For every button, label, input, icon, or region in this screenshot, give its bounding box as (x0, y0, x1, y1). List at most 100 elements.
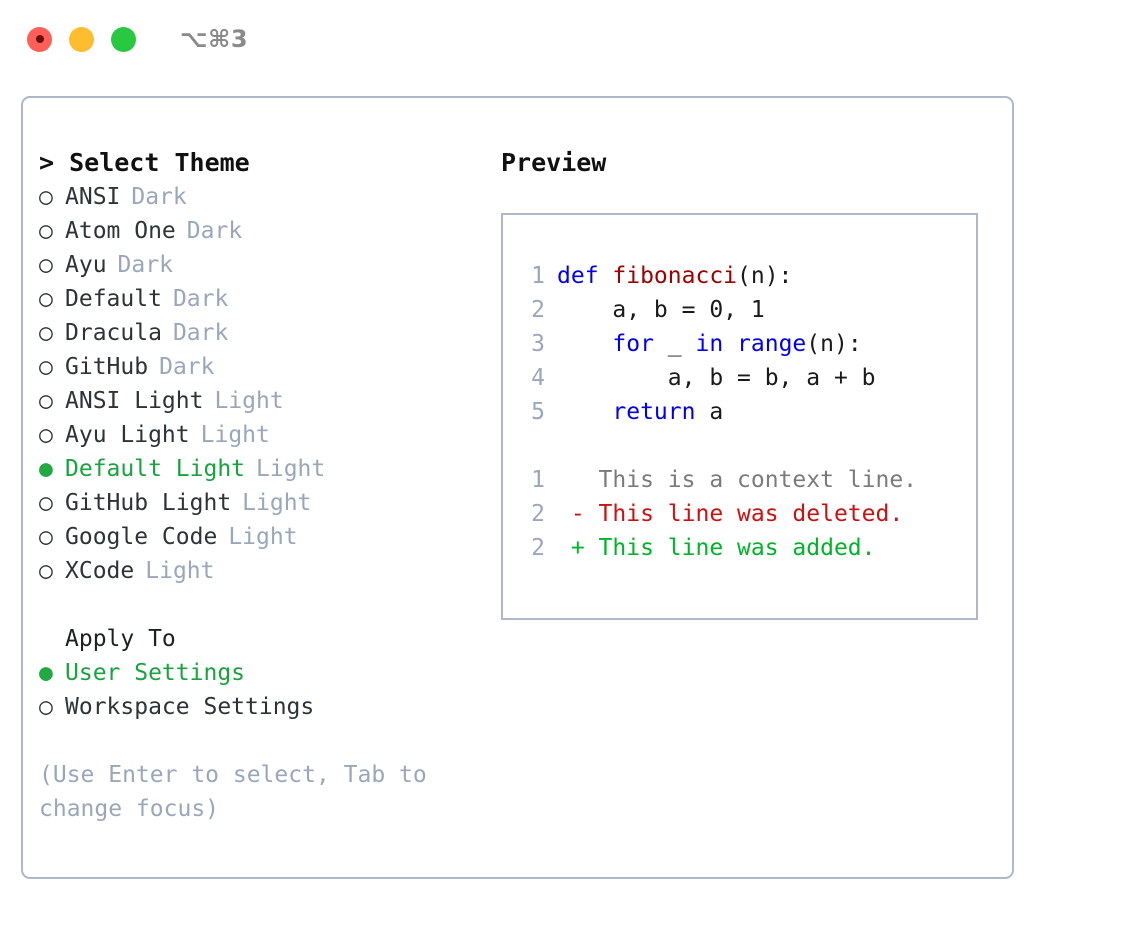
code-line: 3 for _ in range(n): (521, 327, 976, 361)
radio-unselected-icon: ○ (39, 490, 53, 516)
token-kw: range (737, 331, 807, 357)
token-plain: a (695, 399, 724, 425)
line-number: 3 (531, 331, 545, 357)
diff-block: 1 This is a context line. 2 - This line w… (521, 463, 976, 565)
apply-option-label: Workspace Settings (65, 694, 315, 720)
theme-variant-badge: Dark (186, 218, 243, 244)
theme-option-label: Ayu (65, 252, 107, 278)
token-plain: (n): (737, 263, 793, 289)
token-del: - This line was deleted. (557, 501, 904, 527)
theme-variant-badge: Dark (159, 354, 215, 380)
token-kw: return (612, 399, 696, 425)
token-plain (723, 331, 737, 357)
close-button[interactable] (27, 26, 52, 52)
theme-variant-badge: Dark (117, 252, 173, 278)
theme-option-label: Atom One (65, 218, 176, 244)
theme-variant-badge: Light (256, 456, 326, 482)
radio-unselected-icon: ○ (39, 286, 53, 312)
theme-option-github-light[interactable]: ○ GitHub Light Light (39, 486, 489, 520)
theme-variant-badge: Light (214, 388, 284, 414)
page-title: > Select Theme (39, 148, 250, 177)
radio-selected-icon: ● (39, 660, 53, 686)
apply-option-user-settings[interactable]: ●User Settings (39, 656, 489, 690)
code-spacer (521, 429, 976, 463)
minimize-button[interactable] (69, 26, 94, 52)
line-number: 1 (531, 263, 545, 289)
theme-option-label: Google Code (65, 524, 218, 550)
theme-variant-badge: Dark (131, 184, 187, 210)
line-number: 2 (531, 501, 545, 527)
theme-variant-badge: Dark (172, 320, 229, 346)
keyboard-hint: (Use Enter to select, Tab to change focu… (39, 762, 441, 822)
theme-variant-badge: Light (242, 490, 312, 516)
diff-line: 1 This is a context line. (521, 463, 976, 497)
theme-option-atom-one[interactable]: ○ Atom One Dark (39, 214, 489, 248)
theme-option-github[interactable]: ○ GitHub Dark (39, 350, 489, 384)
theme-option-label: Default (65, 286, 162, 312)
token-add: + This line was added. (557, 535, 876, 561)
code-line: 5 return a (521, 395, 976, 429)
apply-to-header: Apply To (65, 626, 176, 652)
line-content: + This line was added. (557, 531, 876, 565)
theme-option-label: ANSI (65, 184, 121, 210)
theme-variant-badge: Light (228, 524, 298, 550)
close-icon (35, 35, 44, 43)
token-ctx: This is a context line. (557, 467, 918, 493)
theme-variant-badge: Dark (172, 286, 229, 312)
line-number: 2 (531, 535, 545, 561)
token-kw: def (557, 263, 613, 289)
token-kw: for (612, 331, 654, 357)
line-number: 4 (531, 365, 545, 391)
token-plain: a, b = b, a + b (557, 365, 876, 391)
line-content: return a (557, 395, 723, 429)
token-plain: a, b = 0, 1 (557, 297, 765, 323)
code-line: 1 def fibonacci(n): (521, 259, 976, 293)
radio-unselected-icon: ○ (39, 694, 53, 720)
theme-option-label: Dracula (65, 320, 162, 346)
preview-title: Preview (501, 148, 607, 177)
theme-option-label: GitHub (65, 354, 149, 380)
token-plain (557, 331, 612, 357)
line-number: 5 (531, 399, 545, 425)
theme-option-label: Default Light (65, 456, 246, 482)
maximize-button[interactable] (111, 26, 136, 52)
radio-selected-icon: ● (39, 456, 53, 482)
token-fn: fibonacci (612, 263, 738, 289)
radio-unselected-icon: ○ (39, 320, 53, 346)
theme-option-default-light[interactable]: ● Default Light Light (39, 452, 489, 486)
window-titlebar: ⌥⌘3 (0, 0, 1140, 78)
radio-unselected-icon: ○ (39, 218, 53, 244)
theme-option-label: XCode (65, 558, 135, 584)
theme-option-ayu[interactable]: ○ Ayu Dark (39, 248, 489, 282)
radio-unselected-icon: ○ (39, 524, 53, 550)
theme-option-dracula[interactable]: ○ Dracula Dark (39, 316, 489, 350)
token-plain: _ (653, 331, 696, 357)
theme-option-google-code[interactable]: ○ Google Code Light (39, 520, 489, 554)
code-line: 2 a, b = 0, 1 (521, 293, 976, 327)
line-content: a, b = 0, 1 (557, 293, 765, 327)
radio-unselected-icon: ○ (39, 354, 53, 380)
apply-option-workspace-settings[interactable]: ○ Workspace Settings (39, 690, 489, 724)
token-plain (557, 399, 612, 425)
theme-option-default[interactable]: ○ Default Dark (39, 282, 489, 316)
theme-option-label: ANSI Light (65, 388, 204, 414)
line-content: def fibonacci(n): (557, 259, 792, 293)
code-line: 4 a, b = b, a + b (521, 361, 976, 395)
line-content: This is a context line. (557, 463, 918, 497)
apply-to-list: ●User Settings ○ Workspace Settings (39, 656, 489, 724)
line-content: - This line was deleted. (557, 497, 903, 531)
token-plain: (n): (806, 331, 862, 357)
radio-unselected-icon: ○ (39, 252, 53, 278)
theme-option-label: GitHub Light (65, 490, 232, 516)
